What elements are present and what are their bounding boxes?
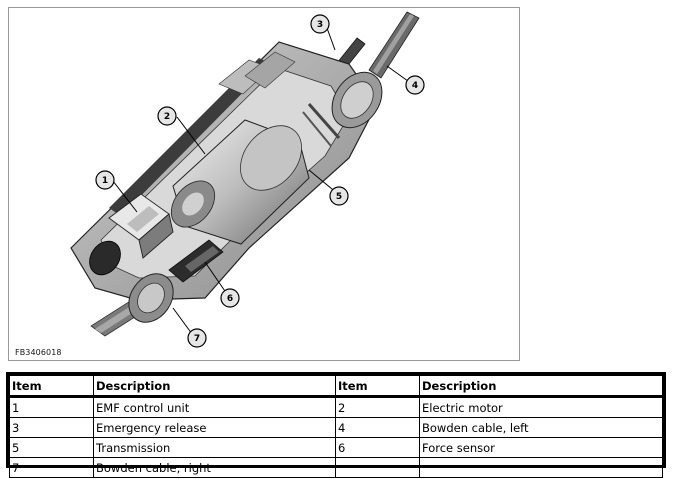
header-item: Item (335, 375, 420, 398)
callout-7: 7 (187, 328, 207, 348)
callout-2: 2 (157, 106, 177, 126)
svg-text:1: 1 (102, 176, 108, 186)
connector-plug (89, 240, 121, 276)
item-number: 1 (9, 396, 94, 418)
callout-3: 3 (310, 14, 330, 34)
item-number: 5 (9, 437, 94, 458)
callout-5: 5 (329, 186, 349, 206)
item-number: 2 (335, 396, 420, 418)
svg-text:2: 2 (164, 112, 170, 122)
item-description: Transmission (93, 437, 336, 458)
callout-6: 6 (220, 288, 240, 308)
bottom-gear-end (128, 273, 174, 323)
emf-control-unit (108, 193, 174, 259)
item-number: 3 (9, 417, 94, 438)
item-number: 7 (9, 457, 94, 478)
figure-id-label: FB3406018 (15, 348, 62, 357)
actuator-drawing: 1 2 3 4 5 6 7 (70, 11, 425, 348)
svg-text:5: 5 (336, 192, 342, 202)
callout-4: 4 (405, 75, 425, 95)
item-description: EMF control unit (93, 396, 336, 418)
table-row: 5 Transmission 6 Force sensor (9, 437, 663, 458)
callout-1: 1 (95, 170, 115, 190)
item-description: Emergency release (93, 417, 336, 438)
item-description: Bowden cable, right (93, 457, 336, 478)
item-number: 4 (335, 417, 420, 438)
svg-text:4: 4 (412, 81, 418, 91)
item-number: 6 (335, 437, 420, 458)
item-description: Bowden cable, left (419, 417, 663, 438)
transmission-gear (302, 71, 383, 147)
legend-table: Item Description Item Description 1 EMF … (6, 372, 666, 478)
electric-motor (170, 119, 310, 245)
svg-text:6: 6 (227, 294, 233, 304)
table-row: 1 EMF control unit 2 Electric motor (9, 396, 663, 418)
component-illustration: 1 2 3 4 5 6 7 FB3406018 (8, 7, 520, 361)
header-item: Item (9, 375, 94, 398)
header-description: Description (93, 375, 336, 398)
item-description (419, 457, 663, 478)
table-row: 3 Emergency release 4 Bowden cable, left (9, 417, 663, 438)
table-row: 7 Bowden cable, right (9, 457, 663, 478)
bowden-cable-left (368, 11, 420, 79)
force-sensor (168, 239, 224, 283)
item-number (335, 457, 420, 478)
svg-text:3: 3 (317, 20, 323, 30)
item-description: Electric motor (419, 396, 663, 418)
legend-header-row: Item Description Item Description (9, 375, 663, 398)
header-description: Description (419, 375, 663, 398)
item-description: Force sensor (419, 437, 663, 458)
svg-text:7: 7 (194, 334, 200, 344)
